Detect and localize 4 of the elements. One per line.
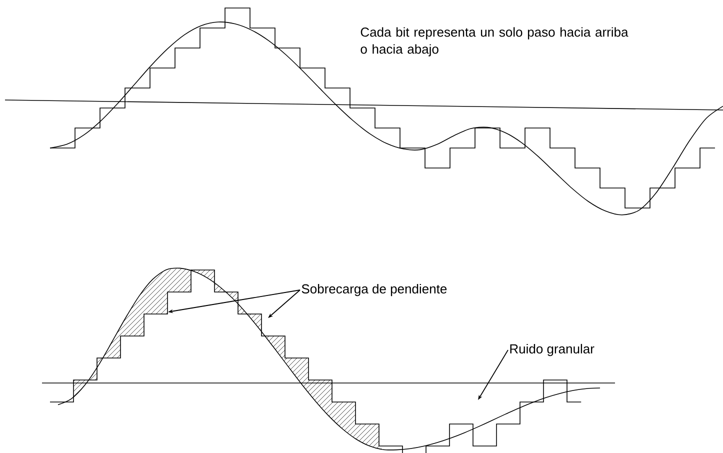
callout-text: Ruido granular xyxy=(510,344,594,356)
callout-text: Sobrecarga de pendiente xyxy=(302,284,447,296)
note-text: Cada bit representa un solo paso hacia arriba o hacia abajo xyxy=(360,27,628,56)
leader-line xyxy=(268,290,300,318)
